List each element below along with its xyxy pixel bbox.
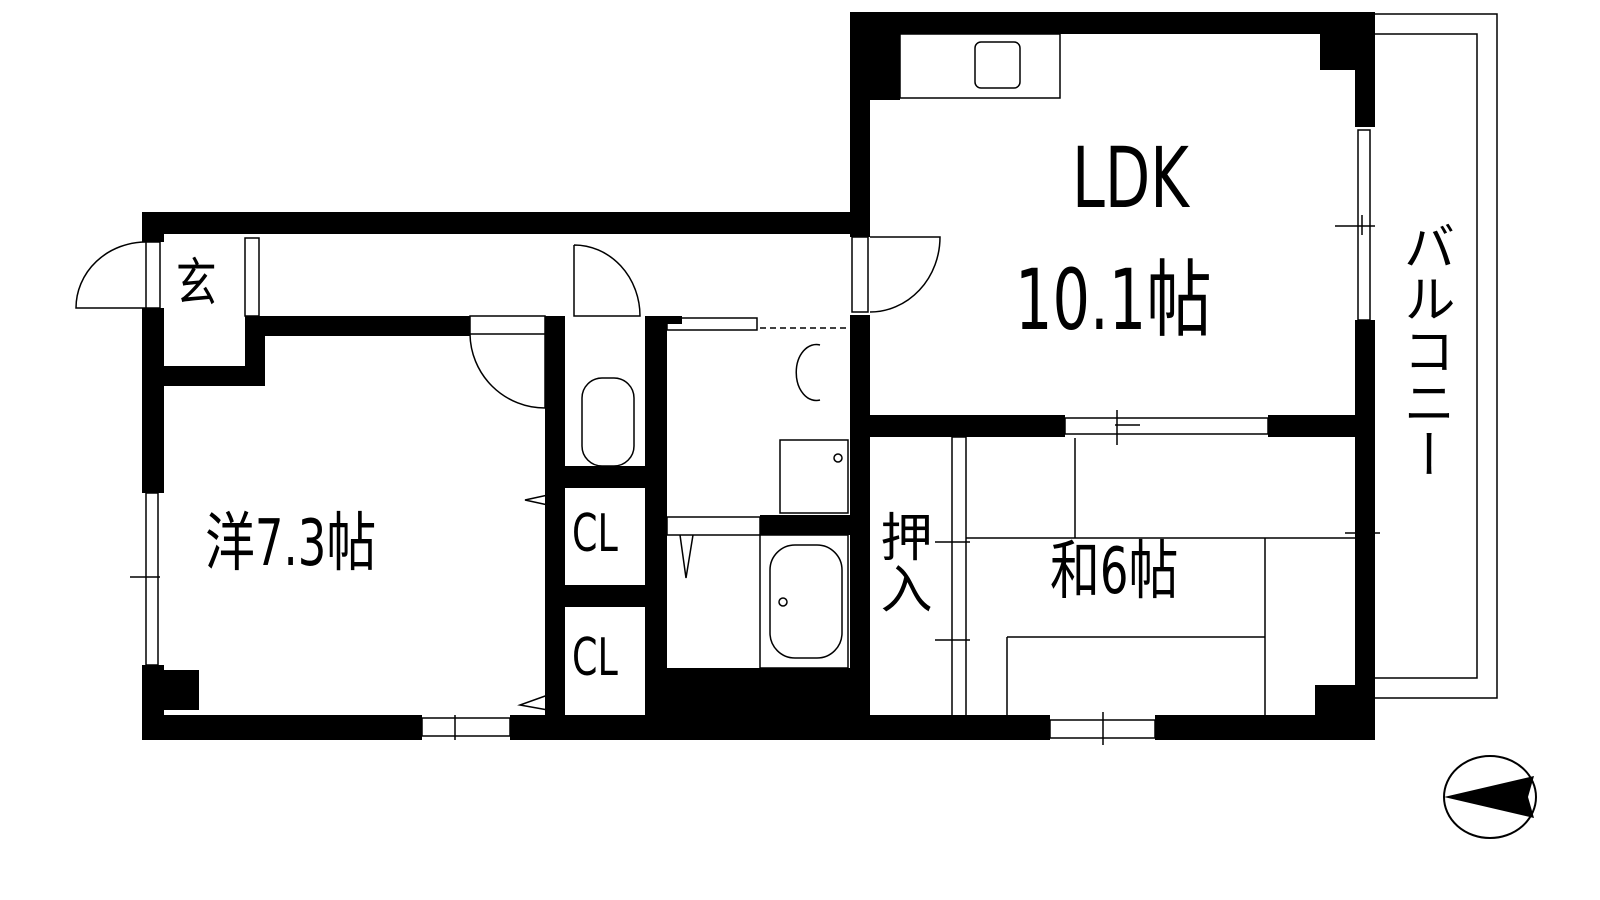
ldk-size-label: 10.1帖	[1015, 251, 1212, 349]
closet-2-label: CL	[572, 628, 618, 688]
fixtures	[75, 13, 1498, 745]
japanese-room-label: 和6帖	[1050, 535, 1179, 609]
western-room-label: 洋7.3帖	[205, 507, 377, 581]
oshiire-label: 押入	[871, 510, 931, 614]
balcony-label: バルコニー	[1394, 220, 1454, 480]
closet-1-label: CL	[572, 504, 618, 564]
entrance-label: 玄	[176, 254, 217, 314]
walls	[142, 12, 1375, 740]
north-arrow-icon	[1443, 755, 1537, 839]
ldk-name-label: LDK	[1072, 129, 1189, 227]
